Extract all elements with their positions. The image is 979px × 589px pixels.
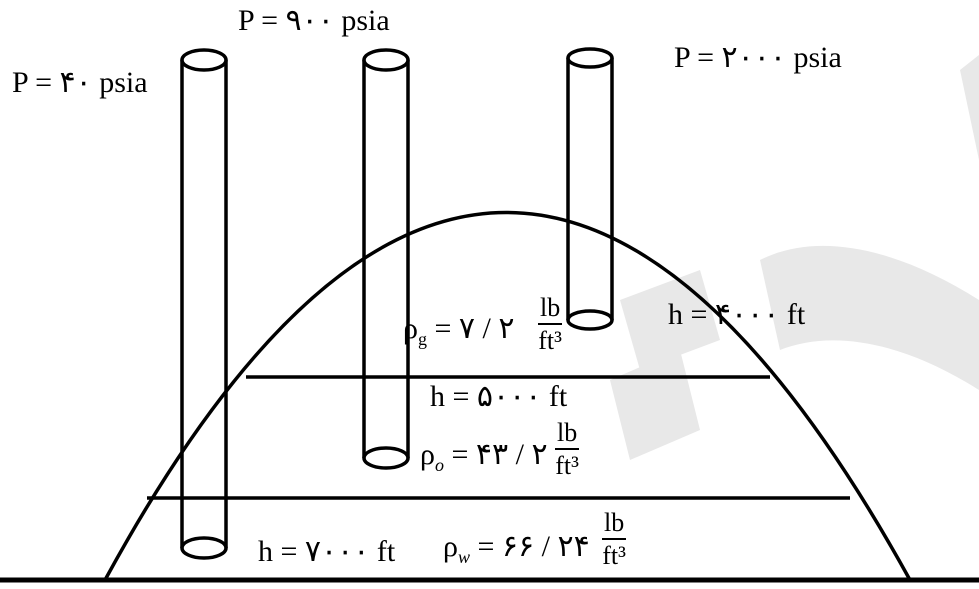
rho-symbol: ρ <box>443 530 458 563</box>
gas-oil-contact-depth-label: h = ۴۰۰۰ ft <box>668 298 806 331</box>
gas-unit-denominator: ft³ <box>538 326 562 355</box>
well-2-pressure-label: P = ۹۰۰ psia <box>238 4 390 37</box>
oil-unit-numerator: lb <box>555 420 580 450</box>
water-density-label: ρw = ۶۶ / ۲۴ <box>443 530 590 567</box>
water-base-depth-label: h = ۷۰۰۰ ft <box>258 535 396 568</box>
water-unit-denominator: ft³ <box>602 541 626 570</box>
rho-symbol: ρ <box>420 438 435 471</box>
gas-density-unit: lb ft³ <box>538 295 563 355</box>
gas-subscript: g <box>417 329 427 349</box>
oil-subscript: o <box>434 455 444 475</box>
oil-water-contact-depth-label: h = ۵۰۰۰ ft <box>430 380 568 413</box>
well-3-pressure-label: P = ۲۰۰۰ psia <box>674 41 842 74</box>
well-1 <box>180 48 228 560</box>
gas-unit-numerator: lb <box>538 295 563 325</box>
oil-density-value: = ۴۳ / ۲ <box>451 438 548 471</box>
oil-density-label: ρo = ۴۳ / ۲ <box>420 438 548 475</box>
water-density-value: = ۶۶ / ۲۴ <box>477 530 590 563</box>
water-subscript: w <box>457 547 470 567</box>
water-density-unit: lb ft³ <box>602 510 627 570</box>
oil-unit-denominator: ft³ <box>555 451 579 480</box>
rho-symbol: ρ <box>403 312 418 345</box>
well-1-pressure-label: P = ۴۰ psia <box>12 66 148 99</box>
gas-density-label: ρg = ۷ / ۲ <box>403 312 515 349</box>
well-2 <box>362 48 410 470</box>
gas-density-value: = ۷ / ۲ <box>434 312 515 345</box>
well-3 <box>566 47 614 331</box>
water-unit-numerator: lb <box>602 510 627 540</box>
oil-density-unit: lb ft³ <box>555 420 580 480</box>
